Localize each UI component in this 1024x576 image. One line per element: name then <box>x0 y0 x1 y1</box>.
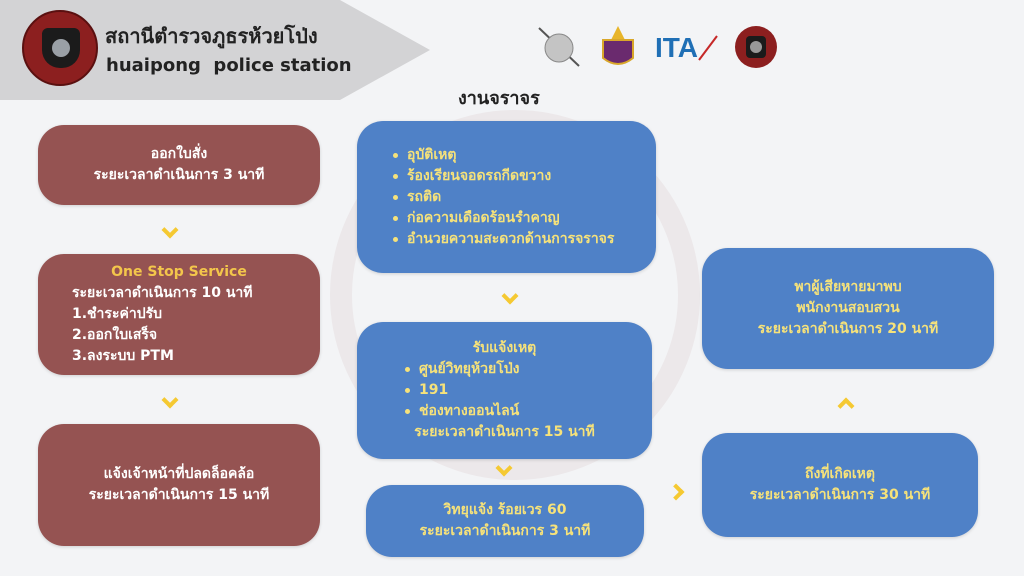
svg-text:ITA: ITA <box>655 32 698 63</box>
step-item: 1.ชำระค่าปรับ <box>72 306 162 322</box>
meet-investigator-box: พาผู้เสียหายมาพบ พนักงานสอบสวน ระยะเวลาด… <box>702 248 994 369</box>
police-seal-icon <box>735 26 777 68</box>
chevron-up-icon <box>837 397 855 415</box>
station-title: สถานีตำรวจภูธรห้วยโป่ง <box>105 24 318 48</box>
box-time: ระยะเวลาดำเนินการ 30 นาที <box>749 487 931 503</box>
box-time: ระยะเวลาดำเนินการ 10 นาที <box>72 285 253 301</box>
chevron-down-icon <box>161 391 179 409</box>
partner-logos: ITA <box>535 24 779 70</box>
chevron-down-icon <box>161 221 179 239</box>
radio-notify-box: วิทยุแจ้ง ร้อยเวร 60 ระยะเวลาดำเนินการ 3… <box>366 485 644 557</box>
ita-logo-icon: ITA <box>655 32 718 63</box>
wheel-unlock-box: แจ้งเจ้าหน้าที่ปลดล็อคล้อ ระยะเวลาดำเนิน… <box>38 424 320 546</box>
incident-types-box: อุบัติเหตุ ร้องเรียนจอดรถกีดขวาง รถติด ก… <box>357 121 656 273</box>
box-text: ถึงที่เกิดเหตุ <box>805 466 875 482</box>
box-time: ระยะเวลาดำเนินการ 20 นาที <box>757 321 939 337</box>
box-heading: One Stop Service <box>111 264 247 280</box>
list-item: 191 <box>405 380 520 401</box>
list-item: ก่อความเดือดร้อนรำคาญ <box>392 208 614 229</box>
box-heading: รับแจ้งเหตุ <box>472 340 537 356</box>
box-text: พนักงานสอบสวน <box>796 300 900 316</box>
box-time: ระยะเวลาดำเนินการ 3 นาที <box>419 523 591 539</box>
station-subtitle: huaipong police station <box>106 55 352 76</box>
box-time: ระยะเวลาดำเนินการ 15 นาที <box>88 487 270 503</box>
box-text: พาผู้เสียหายมาพบ <box>794 279 902 295</box>
list-item: ศูนย์วิทยุห้วยโป่ง <box>405 359 520 380</box>
box-text: วิทยุแจ้ง ร้อยเวร 60 <box>443 502 567 518</box>
police-seal-logo <box>22 10 98 86</box>
arrive-scene-box: ถึงที่เกิดเหตุ ระยะเวลาดำเนินการ 30 นาที <box>702 433 978 537</box>
list-item: ช่องทางออนไลน์ <box>405 401 520 422</box>
box-time: ระยะเวลาดำเนินการ 3 นาที <box>93 167 265 183</box>
list-item: อุบัติเหตุ <box>392 145 614 166</box>
list-item: รถติด <box>392 187 614 208</box>
list-item: ร้องเรียนจอดรถกีดขวาง <box>392 166 614 187</box>
receive-report-box: รับแจ้งเหตุ ศูนย์วิทยุห้วยโป่ง 191 ช่องท… <box>357 322 652 459</box>
box-time: ระยะเวลาดำเนินการ 15 นาที <box>414 424 595 440</box>
report-channels-list: ศูนย์วิทยุห้วยโป่ง 191 ช่องทางออนไลน์ <box>399 359 520 422</box>
box-text: ออกใบสั่ง <box>150 146 208 162</box>
one-stop-service-box: One Stop Service ระยะเวลาดำเนินการ 10 นา… <box>38 254 320 375</box>
sword-shield-emblem-icon <box>538 27 580 67</box>
chevron-right-icon <box>667 483 685 501</box>
box-text: แจ้งเจ้าหน้าที่ปลดล็อคล้อ <box>103 466 255 482</box>
step-item: 2.ออกใบเสร็จ <box>72 327 158 343</box>
section-title: งานจราจร <box>458 88 540 109</box>
list-item: อำนวยความสะดวกด้านการจราจร <box>392 229 614 250</box>
ministry-crest-icon <box>602 26 634 65</box>
incident-types-list: อุบัติเหตุ ร้องเรียนจอดรถกีดขวาง รถติด ก… <box>387 145 614 250</box>
step-item: 3.ลงระบบ PTM <box>72 348 174 364</box>
issue-ticket-box: ออกใบสั่ง ระยะเวลาดำเนินการ 3 นาที <box>38 125 320 205</box>
